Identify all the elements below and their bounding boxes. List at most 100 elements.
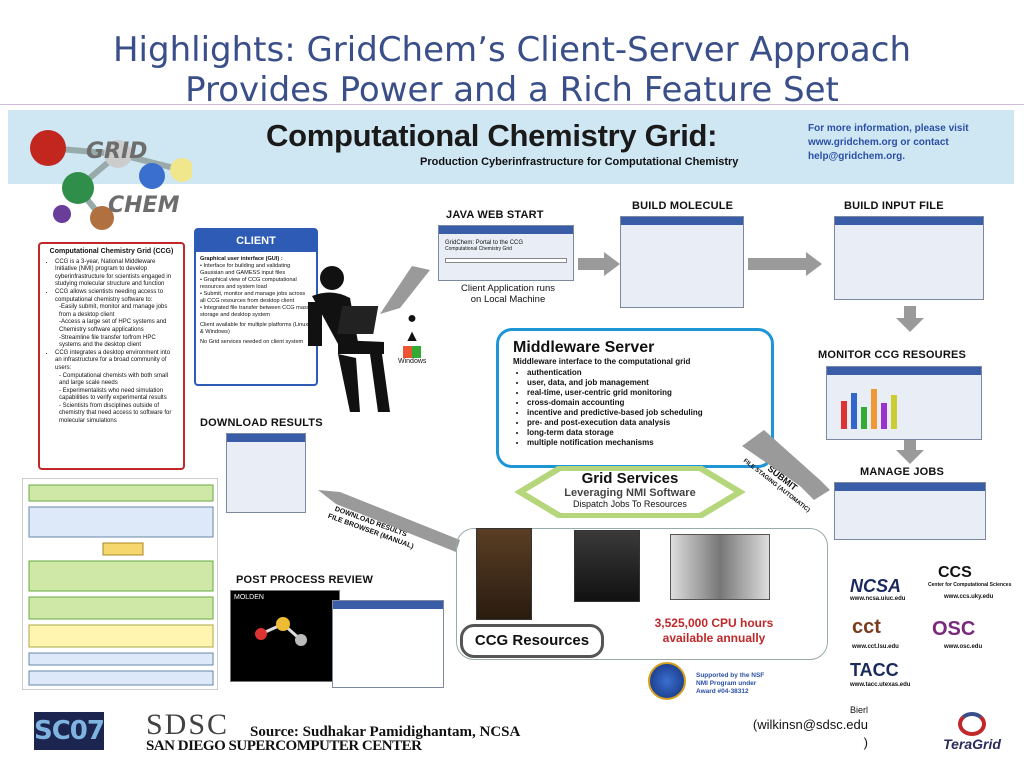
client-gui-title: Graphical user interface (GUI) : bbox=[200, 256, 283, 262]
build-molecule-window bbox=[620, 216, 744, 308]
ccg-resources-region bbox=[456, 528, 828, 660]
middleware-heading: Middleware Server bbox=[513, 339, 655, 356]
sdsc-logo: SDSC SAN DIEGO SUPERCOMPUTER CENTER bbox=[146, 708, 422, 755]
stage-manage-jobs: MANAGE JOBS bbox=[860, 466, 945, 478]
info-line: For more information, please visit bbox=[808, 123, 969, 134]
ccg-subitem: - Experimentalists who need simulation c… bbox=[59, 387, 167, 402]
footer bbox=[0, 709, 1024, 768]
middleware-item: cross-domain accounting bbox=[527, 398, 757, 408]
poster-subtitle: Production Cyberinfrastructure for Compu… bbox=[420, 156, 739, 168]
client-panel: CLIENT Graphical user interface (GUI) : … bbox=[194, 228, 318, 386]
nsf-line: Supported by the NSF bbox=[696, 672, 765, 679]
client-item: • Submit, monitor and manage jobs across… bbox=[200, 291, 306, 304]
java-window-line: GridChem: Portal to the CCG bbox=[445, 240, 524, 246]
logo-grid-text: GRID bbox=[86, 139, 147, 164]
stage-download-results: DOWNLOAD RESULTS bbox=[200, 417, 323, 429]
stage-monitor-resources: MONITOR CCG RESOURES bbox=[818, 349, 967, 361]
ccg-item: CCG allows scientists needing access to … bbox=[55, 289, 178, 304]
molden-viewer: MOLDEN bbox=[230, 590, 340, 682]
server-rack-icon bbox=[476, 528, 532, 620]
sdsc-logo-subtext: SAN DIEGO SUPERCOMPUTER CENTER bbox=[146, 738, 422, 754]
client-runs-caption: Client Application runs on Local Machine bbox=[440, 283, 576, 305]
gridchem-logo: GRID CHEM bbox=[30, 130, 192, 230]
grid-services: Grid Services Leveraging NMI Software Di… bbox=[500, 470, 760, 509]
client-item: No Grid services needed on client system bbox=[200, 339, 304, 345]
molecule-render bbox=[255, 617, 307, 646]
os-icons: ● ▲ Windows bbox=[398, 310, 426, 374]
flow-diagram-graphic bbox=[28, 484, 214, 686]
middleware-item: pre- and post-execution data analysis bbox=[527, 418, 757, 428]
logo-chem-text: CHEM bbox=[108, 193, 180, 218]
server-cluster-icon bbox=[574, 530, 640, 602]
osc-logo: OSC bbox=[932, 618, 976, 640]
client-item: • Integrated file transfer between CCG m… bbox=[200, 305, 310, 318]
java-web-start-window: GridChem: Portal to the CCG Computationa… bbox=[438, 225, 574, 281]
cct-logo: cct bbox=[852, 616, 881, 638]
nsf-logo-icon bbox=[648, 662, 686, 700]
ccg-box-heading: Computational Chemistry Grid (CCG) bbox=[49, 248, 174, 255]
ccs-logo: CCS bbox=[938, 564, 972, 581]
sc07-logo: SC07 bbox=[34, 712, 105, 750]
slide-title-line-1: Highlights: GridChem’s Client-Server App… bbox=[112, 30, 912, 70]
grid-services-shape bbox=[514, 466, 746, 518]
cct-url: www.cct.lsu.edu bbox=[852, 644, 899, 650]
windows-label: Windows bbox=[398, 358, 427, 365]
cpu-hours-note: 3,525,000 CPU hours available annually bbox=[644, 616, 784, 646]
download-window bbox=[226, 433, 306, 513]
middleware-item: long-term data storage bbox=[527, 428, 757, 438]
ccg-item: CCG is a 3-year, National Middleware Ini… bbox=[55, 259, 178, 289]
ccg-item: CCG integrates a desktop environment int… bbox=[55, 350, 178, 373]
client-item: Client available for multiple platforms … bbox=[200, 322, 309, 335]
contact-text: Bierl (wilkinsn@sdsc.edu ) bbox=[744, 704, 868, 752]
monitor-window bbox=[826, 366, 982, 440]
ccg-subitem: -Easily submit, monitor and manage jobs … bbox=[59, 304, 168, 318]
stage-post-process: POST PROCESS REVIEW bbox=[236, 574, 374, 586]
monitor-bar-chart bbox=[841, 389, 897, 429]
middleware-subheading: Middleware interface to the computationa… bbox=[513, 357, 691, 366]
person-with-laptop-icon bbox=[308, 266, 390, 412]
ccg-subitem: - Computational chemists with both small… bbox=[59, 372, 169, 387]
teragrid-mark-icon bbox=[958, 712, 986, 736]
slide-title-line-2: Provides Power and a Rich Feature Set bbox=[185, 70, 839, 110]
middleware-item: multiple notification mechanisms bbox=[527, 438, 757, 448]
cpu-line: available annually bbox=[662, 631, 766, 645]
nsf-note: Supported by the NSF NMI Program under A… bbox=[696, 672, 776, 696]
apple-icon: ● bbox=[407, 310, 417, 327]
middleware-server-box: Middleware Server Middleware interface t… bbox=[496, 328, 774, 468]
ncsa-logo: NCSA bbox=[850, 576, 902, 596]
ccg-subitem: -Access a large set of HPC systems and C… bbox=[59, 319, 167, 333]
grid-services-line: Dispatch Jobs To Resources bbox=[573, 499, 687, 509]
nsf-line: Award #04-38312 bbox=[696, 688, 749, 695]
info-line: help@gridchem.org. bbox=[808, 151, 905, 162]
source-credit: Source: Sudhakar Pamidighantam, NCSA bbox=[250, 724, 521, 740]
caption-line: Client Application runs bbox=[461, 283, 555, 294]
stage-build-input-file: BUILD INPUT FILE bbox=[844, 200, 944, 212]
molden-label: MOLDEN bbox=[234, 594, 264, 601]
info-line: www.gridchem.org or contact bbox=[808, 137, 949, 148]
server-array-icon bbox=[670, 534, 770, 600]
tacc-logo: TACC bbox=[850, 660, 899, 680]
nsf-line: NMI Program under bbox=[696, 680, 757, 687]
ccs-url: www.ccs.uky.edu bbox=[944, 594, 994, 600]
osc-url: www.osc.edu bbox=[944, 644, 983, 650]
poster-title: Computational Chemistry Grid: bbox=[266, 118, 718, 153]
contact-line: (wilkinsn@sdsc.edu bbox=[752, 717, 868, 732]
post-process-text-window bbox=[332, 600, 444, 688]
linux-icon: ▲ bbox=[404, 328, 420, 345]
sdsc-logo-text: SDSC bbox=[146, 708, 230, 741]
ccg-description-box: Computational Chemistry Grid (CCG) CCG i… bbox=[38, 242, 185, 470]
ccg-subitem: -Streamline file transfer to/from HPC sy… bbox=[59, 334, 156, 349]
cpu-line: 3,525,000 CPU hours bbox=[654, 616, 774, 630]
tacc-url: www.tacc.utexas.edu bbox=[850, 682, 911, 688]
middleware-item: incentive and predictive-based job sched… bbox=[527, 408, 757, 418]
grid-services-heading: Grid Services bbox=[581, 470, 679, 487]
architecture-flow-diagram bbox=[22, 478, 218, 690]
client-item: • Interface for building and validating … bbox=[200, 263, 291, 276]
teragrid-text: TeraGrid bbox=[943, 736, 1001, 752]
stage-java-web-start: JAVA WEB START bbox=[446, 209, 544, 221]
stage-build-molecule: BUILD MOLECULE bbox=[632, 200, 734, 212]
middleware-item: authentication bbox=[527, 368, 757, 378]
contact-line: ) bbox=[863, 735, 868, 750]
grid-services-line: Leveraging NMI Software bbox=[564, 487, 696, 499]
